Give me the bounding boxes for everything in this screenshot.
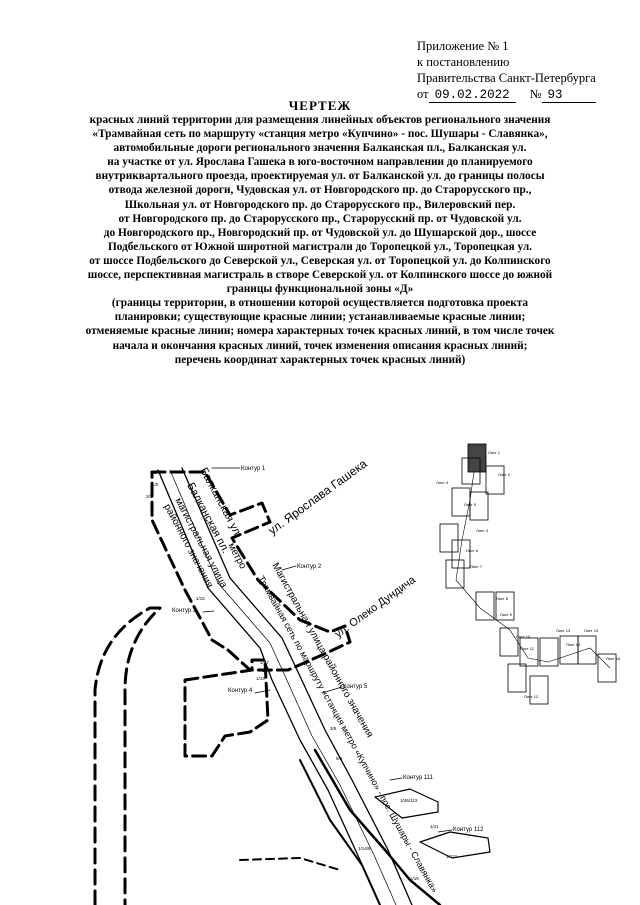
drawing-map: ул. Ярослава Гашека ул. Олеко Дундича Ба… [93, 443, 621, 905]
sheet-label-5: Лист 5 [464, 502, 477, 507]
contour-label-3: Контур 3 [172, 608, 197, 614]
contour-label-5: Контур 5 [343, 684, 368, 690]
south-dashed [239, 857, 341, 871]
contour-111-boundary [374, 788, 439, 819]
document-heading: ЧЕРТЕЖ [288, 98, 352, 113]
contour-4-boundary [183, 658, 270, 758]
sheet-index [439, 443, 617, 705]
sheet-label-14: Лист 14 [566, 642, 581, 647]
title-line: «Трамвайная сеть по маршруту «станция ме… [92, 128, 548, 141]
territory-boundary-west [93, 606, 162, 905]
title-line: от Новгородского пр. до Старорусского пр… [118, 212, 522, 225]
appendix-number: 93 [541, 88, 596, 103]
street-label-magistral-2: Магистральная улица районного значения [269, 561, 375, 739]
point-label: 3/5 [330, 726, 337, 731]
sheet-label-12: Лист 12 [524, 694, 539, 699]
date-prefix: от [417, 87, 429, 101]
appendix-date: 09.02.2022 [428, 88, 516, 103]
point-label: 1/0 [152, 482, 159, 487]
point-label: 1/19 [410, 876, 419, 881]
sheet-label-15: Лист 15 [584, 628, 599, 633]
title-line: Подбельского от Южной широтной магистрал… [107, 240, 533, 253]
appendix-title: Приложение № 1 [417, 39, 509, 53]
street-label-gasheka: ул. Ярослава Гашека [266, 456, 370, 537]
point-label: 1/47 [260, 660, 269, 665]
sheet-label-4: Лист 4 [436, 480, 449, 485]
corridor-line-west [157, 469, 381, 905]
territory-boundary-north [150, 470, 352, 672]
legend-line: планировки; существующие красные линии; … [114, 311, 526, 324]
point-label: 1/112 [446, 854, 457, 859]
sheet-label-11: Лист 11 [520, 646, 535, 651]
point-label: 1/43 [256, 676, 265, 681]
title-line: красных линий территории для размещения … [89, 114, 551, 126]
title-line: автомобильные дороги регионального значе… [113, 142, 527, 155]
sheet-label-16: Лист 16 [606, 656, 621, 661]
red-line-south [313, 748, 442, 905]
point-label: 1/15 [196, 596, 205, 601]
point-label: 1/1 [150, 470, 157, 475]
sheet-label-3: Лист 3 [476, 528, 489, 533]
appendix-subtitle: к постановлению [417, 55, 510, 69]
red-line-south-2 [299, 759, 381, 905]
title-line: внутриквартального проезда, проектируема… [95, 170, 545, 183]
appendix-block: Приложение № 1 к постановлению Правитель… [417, 38, 627, 103]
title-block: ЧЕРТЕЖ красных линий территории для разм… [52, 98, 588, 367]
legend-description: (границы территории, в отношении которой… [52, 296, 588, 366]
point-label: 1/46/113 [400, 798, 418, 803]
contour-label-2: Контур 2 [297, 564, 322, 570]
number-prefix: № [529, 87, 542, 101]
sheet-label-13: Лист 13 [556, 628, 571, 633]
legend-line: начала и окончания красных линий, точек … [112, 339, 528, 352]
title-line: отвода железной дороги, Чудовская ул. от… [108, 184, 532, 197]
contour-label-112: Контур 112 [453, 827, 484, 833]
sheet-label-9: Лист 9 [500, 612, 513, 617]
contour-label-1: Контур 1 [241, 466, 266, 472]
title-line: от шоссе Подбельского до Северской ул., … [89, 254, 551, 267]
legend-line: перечень координат характерных точек кра… [174, 353, 466, 366]
title-line: до Новгородского пр., Новгородский пр. о… [103, 226, 537, 239]
appendix-authority: Правительства Санкт-Петербурга [417, 71, 596, 85]
contour-label-111: Контур 111 [403, 775, 434, 781]
point-label: 5/5 [336, 756, 343, 761]
street-label-dundicha: ул. Олеко Дундича [333, 573, 419, 640]
sheet-label-10: Лист 10 [516, 634, 531, 639]
corridor-inner-line [169, 469, 397, 905]
point-label: 3/3 [146, 494, 153, 499]
sheet-label-2: Лист 2 [498, 472, 511, 477]
sheet-label-7: Лист 7 [470, 564, 483, 569]
title-line: Школьная ул. от Новгородского пр. до Ста… [124, 198, 516, 211]
title-line: границы функциональной зоны «Д» [226, 283, 414, 296]
contour-label-4: Контур 4 [228, 688, 253, 694]
sheet-label-8: Лист 8 [496, 596, 509, 601]
point-label: 1/14/8 [358, 846, 371, 851]
sheet-label-6: Лист 6 [466, 548, 479, 553]
title-line: на участке от ул. Ярослава Гашека в юго-… [107, 156, 533, 169]
point-label: 1/11 [430, 824, 439, 829]
sheet-label-1: Лист 1 [488, 450, 501, 455]
legend-line: (границы территории, в отношении которой… [111, 297, 529, 310]
corridor-line-east [181, 467, 413, 905]
legend-line: отменяемые красные линии; номера характе… [85, 325, 555, 338]
title-line: шоссе, перспективная магистраль в створе… [87, 269, 553, 282]
point-label: 1/48 [262, 668, 271, 673]
sheet-labels: Лист 1 Лист 2 Лист 3 Лист 4 Лист 5 Лист … [436, 450, 621, 699]
title-description: красных линий территории для размещения … [52, 113, 588, 296]
contour-112-boundary [419, 831, 491, 859]
